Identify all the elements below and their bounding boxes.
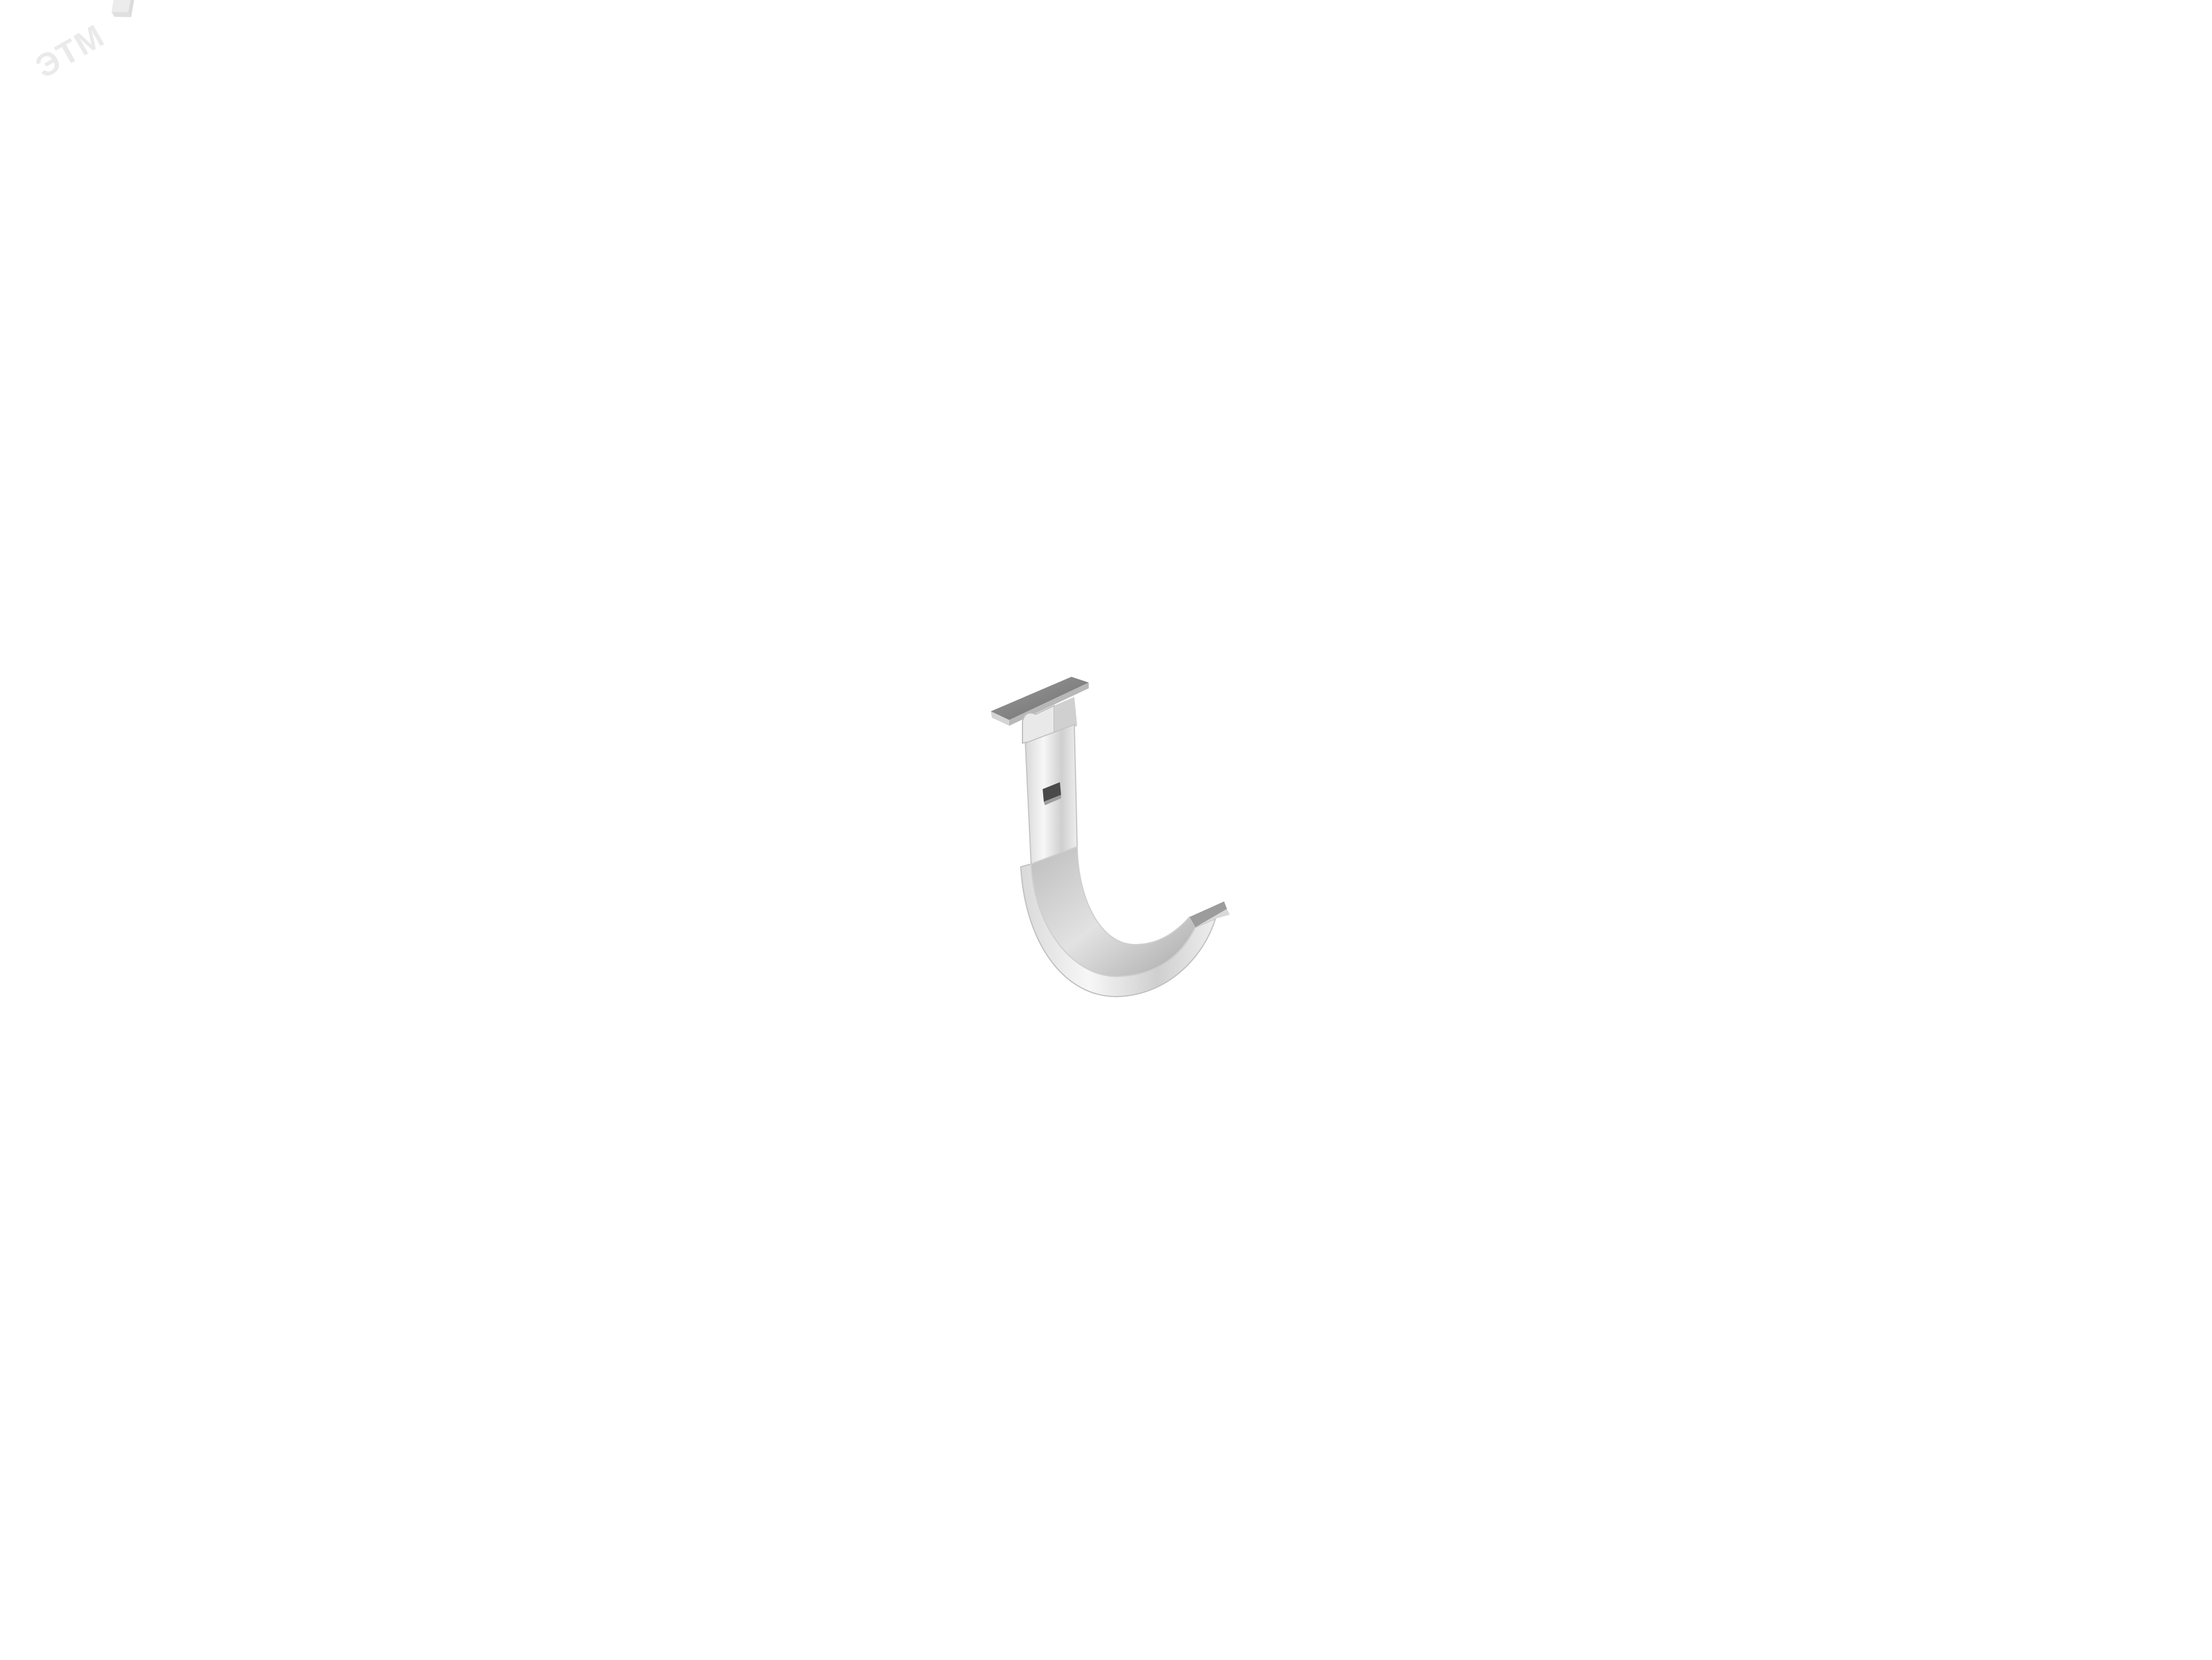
mounting-slot	[1043, 782, 1061, 802]
watermark-text: ЭТМ	[29, 17, 111, 85]
vertical-strap	[1024, 723, 1078, 865]
watermark: ЭТМ	[12, 0, 138, 85]
j-hook-bracket-image	[991, 677, 1230, 998]
curved-saddle	[1020, 846, 1230, 998]
watermark-logo-icon	[111, 0, 135, 17]
